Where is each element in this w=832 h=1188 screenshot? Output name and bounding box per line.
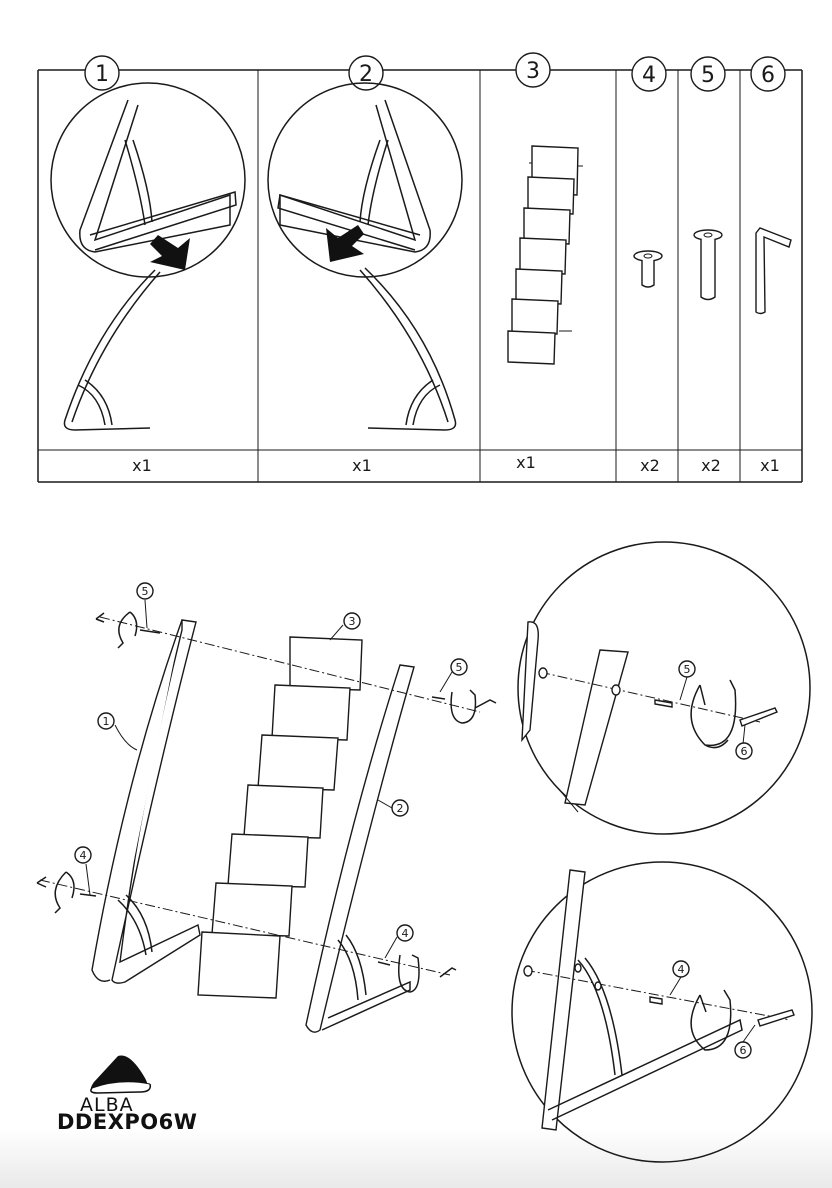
- svg-text:6: 6: [740, 1044, 747, 1057]
- svg-text:5: 5: [142, 585, 149, 598]
- svg-text:5: 5: [684, 663, 691, 676]
- svg-text:6: 6: [741, 745, 748, 758]
- svg-text:3: 3: [349, 615, 356, 628]
- detail-bottom-callout-6: 6: [734, 1041, 752, 1059]
- part-number-1: 1: [84, 55, 120, 91]
- callout-4-right: 4: [396, 924, 414, 942]
- part-number-3: 3: [515, 52, 551, 88]
- detail-top-callout-5: 5: [678, 660, 696, 678]
- model-number: DDEXPO6W: [57, 1110, 198, 1134]
- callout-4-left: 4: [74, 846, 92, 864]
- quantity-1: x1: [132, 456, 152, 475]
- svg-text:1: 1: [103, 715, 110, 728]
- svg-text:6: 6: [761, 63, 775, 88]
- part-number-5: 5: [690, 56, 726, 92]
- alba-logo-icon: [90, 1055, 152, 1094]
- svg-text:2: 2: [397, 802, 404, 815]
- callout-3: 3: [343, 612, 361, 630]
- svg-text:4: 4: [678, 963, 685, 976]
- callout-5-right: 5: [450, 658, 468, 676]
- part-6-allen-key-illustration: [755, 227, 792, 315]
- assembly-drawing: [36, 599, 497, 1033]
- svg-text:5: 5: [456, 661, 463, 674]
- part-number-6: 6: [750, 56, 786, 92]
- svg-text:1: 1: [95, 62, 109, 87]
- callout-5-top-left: 5: [136, 582, 154, 600]
- callout-1: 1: [97, 712, 115, 730]
- part-3-shelf-illustration: [507, 145, 583, 365]
- part-1-left-frame-illustration: [50, 82, 246, 431]
- parts-table: [37, 69, 803, 483]
- detail-top-callout-6: 6: [735, 742, 753, 760]
- part-2-right-frame-illustration: [267, 82, 463, 431]
- quantity-5: x2: [701, 456, 721, 475]
- part-4-short-screw-illustration: [633, 250, 663, 288]
- part-5-long-screw-illustration: [693, 229, 723, 301]
- detail-bottom-illustration: [511, 861, 813, 1163]
- svg-text:2: 2: [359, 62, 373, 87]
- part-number-4: 4: [631, 56, 667, 92]
- svg-text:4: 4: [402, 927, 409, 940]
- svg-text:4: 4: [642, 63, 656, 88]
- svg-text:5: 5: [701, 63, 715, 88]
- part-number-2: 2: [348, 55, 384, 91]
- brand-logo-text: ALBA: [80, 1094, 134, 1116]
- detail-top-illustration: [517, 541, 811, 835]
- quantity-6: x1: [760, 456, 780, 475]
- quantity-3: x1: [516, 453, 536, 472]
- svg-text:4: 4: [80, 849, 87, 862]
- detail-bottom-callout-4: 4: [672, 960, 690, 978]
- svg-text:3: 3: [526, 59, 540, 84]
- callout-2: 2: [391, 799, 409, 817]
- quantity-2: x1: [352, 456, 372, 475]
- quantity-4: x2: [640, 456, 660, 475]
